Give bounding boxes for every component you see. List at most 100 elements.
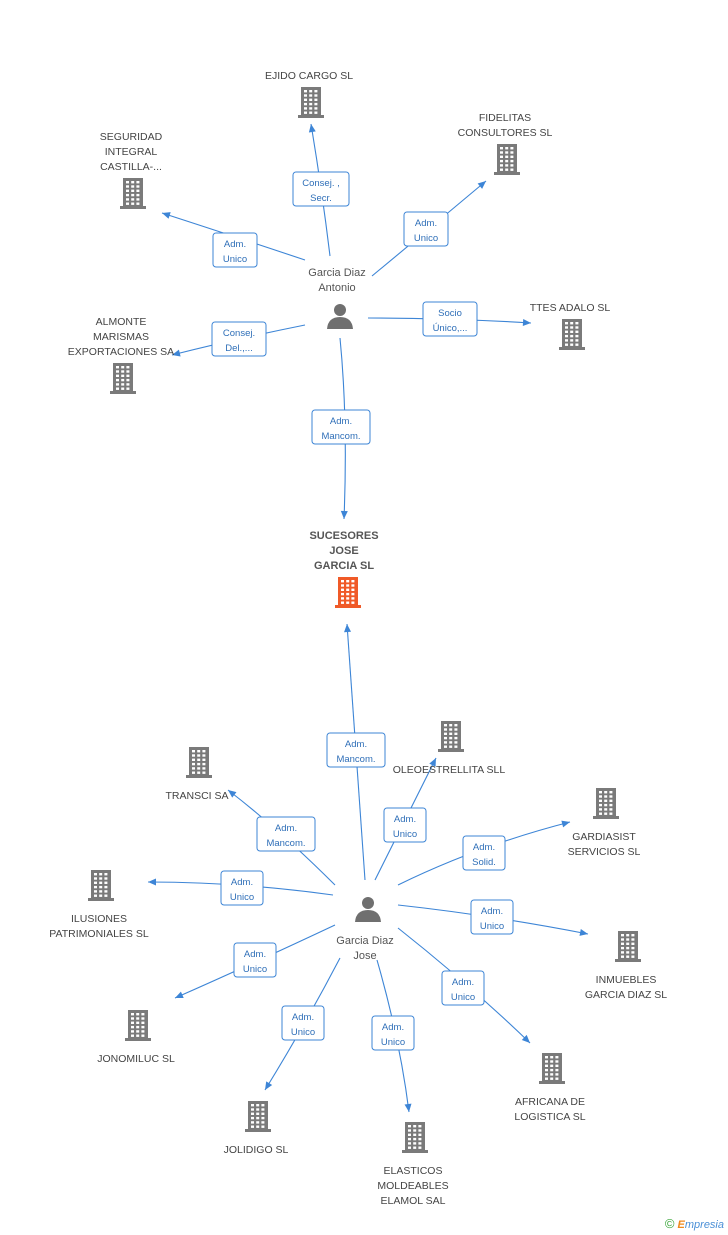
relation-edge: Consej. ,Secr. [292,123,350,257]
arrowhead [344,624,352,633]
role-badge[interactable]: Adm.Unico [470,899,514,935]
relation-edge: Adm.Mancom. [227,789,336,886]
relation-edge: Adm.Unico [397,899,589,936]
relation-edge: Adm.Unico [371,180,487,277]
company-label: TRANSCI SA [165,790,228,802]
role-badge[interactable]: Consej.Del.,... [211,321,267,357]
company-label: OLEOESTRELLITA SLL [393,764,506,776]
arrowhead [404,1103,412,1112]
role-badge[interactable]: Consej. ,Secr. [292,171,350,207]
role-badge[interactable]: Adm.Unico [220,870,264,906]
role-label: Adm.Solid. [472,842,496,868]
relation-edge: Adm.Solid. [397,820,571,886]
brand-name: mpresia [684,1219,724,1231]
company-node[interactable]: TRANSCI SA [165,747,229,802]
role-label: Adm.Mancom. [321,416,360,442]
relation-edge: Adm.Unico [374,757,437,881]
company-label: JOLIDIGO SL [224,1144,289,1156]
role-badge[interactable]: Adm.Unico [383,807,427,843]
role-label: Adm.Unico [230,877,254,903]
arrowhead [148,878,156,886]
building-icon [245,1101,271,1132]
relation-edge: Adm.Unico [174,924,336,999]
relation-edge: Adm.Unico [371,959,415,1113]
role-label: Adm.Unico [393,814,417,840]
company-node[interactable]: EJIDO CARGO SL [265,70,353,118]
building-icon [186,747,212,778]
building-icon [539,1053,565,1084]
role-label: Adm.Unico [223,239,247,265]
role-badge[interactable]: Adm.Unico [371,1015,415,1051]
copyright-icon: © [664,1216,675,1231]
building-icon [120,178,146,209]
building-icon [559,319,585,350]
person-icon [355,897,381,922]
focus-building-icon [335,577,361,608]
arrowhead [521,1034,530,1043]
role-badge[interactable]: Adm.Mancom. [256,816,316,852]
company-node[interactable]: TTES ADALO SL [530,302,611,350]
role-label: Adm.Mancom. [336,739,375,765]
building-icon [298,87,324,118]
arrowhead [340,510,348,519]
arrowhead [579,929,588,936]
arrowhead [429,758,436,767]
role-badge[interactable]: Adm.Mancom. [311,409,371,445]
role-label: Adm.Unico [243,949,267,975]
role-badge[interactable]: Adm.Unico [233,942,277,978]
role-badge[interactable]: Adm.Unico [212,232,258,268]
empresia-credit[interactable]: © Empresia [665,1216,724,1231]
role-label: Consej.Del.,... [223,328,255,354]
role-label: Adm.Unico [381,1022,405,1048]
role-label: Adm.Unico [414,218,438,244]
relation-edge: Adm.Mancom. [326,623,386,881]
role-badge[interactable]: Adm.Solid. [462,835,506,871]
building-icon [125,1010,151,1041]
arrowhead [265,1081,273,1090]
relation-edge: Adm.Unico [161,212,306,268]
role-label: Adm.Mancom. [266,823,305,849]
building-icon [438,721,464,752]
person-icon [327,304,353,329]
company-node[interactable]: JONOMILUC SL [97,1010,175,1065]
arrowhead [175,991,184,998]
role-badge[interactable]: Adm.Unico [281,1005,325,1041]
relation-edge: Adm.Unico [147,870,334,906]
building-icon [88,870,114,901]
role-badge[interactable]: Adm.Unico [403,211,449,247]
relation-edge: Adm.Mancom. [311,337,371,520]
building-icon [110,363,136,394]
company-node[interactable]: JOLIDIGO SL [224,1101,289,1156]
relation-edge: Consej.Del.,... [171,321,306,357]
company-node[interactable]: OLEOESTRELLITA SLL [393,721,506,776]
role-label: Adm.Unico [480,906,504,932]
edges-layer: Consej. ,Secr.Adm.UnicoAdm.UnicoConsej.D… [147,123,589,1113]
role-badge[interactable]: Adm.Mancom. [326,732,386,768]
company-label: TTES ADALO SL [530,302,611,314]
role-badge[interactable]: Adm.Unico [441,970,485,1006]
brand-initial: E [677,1219,685,1231]
role-label: Consej. ,Secr. [302,178,340,204]
